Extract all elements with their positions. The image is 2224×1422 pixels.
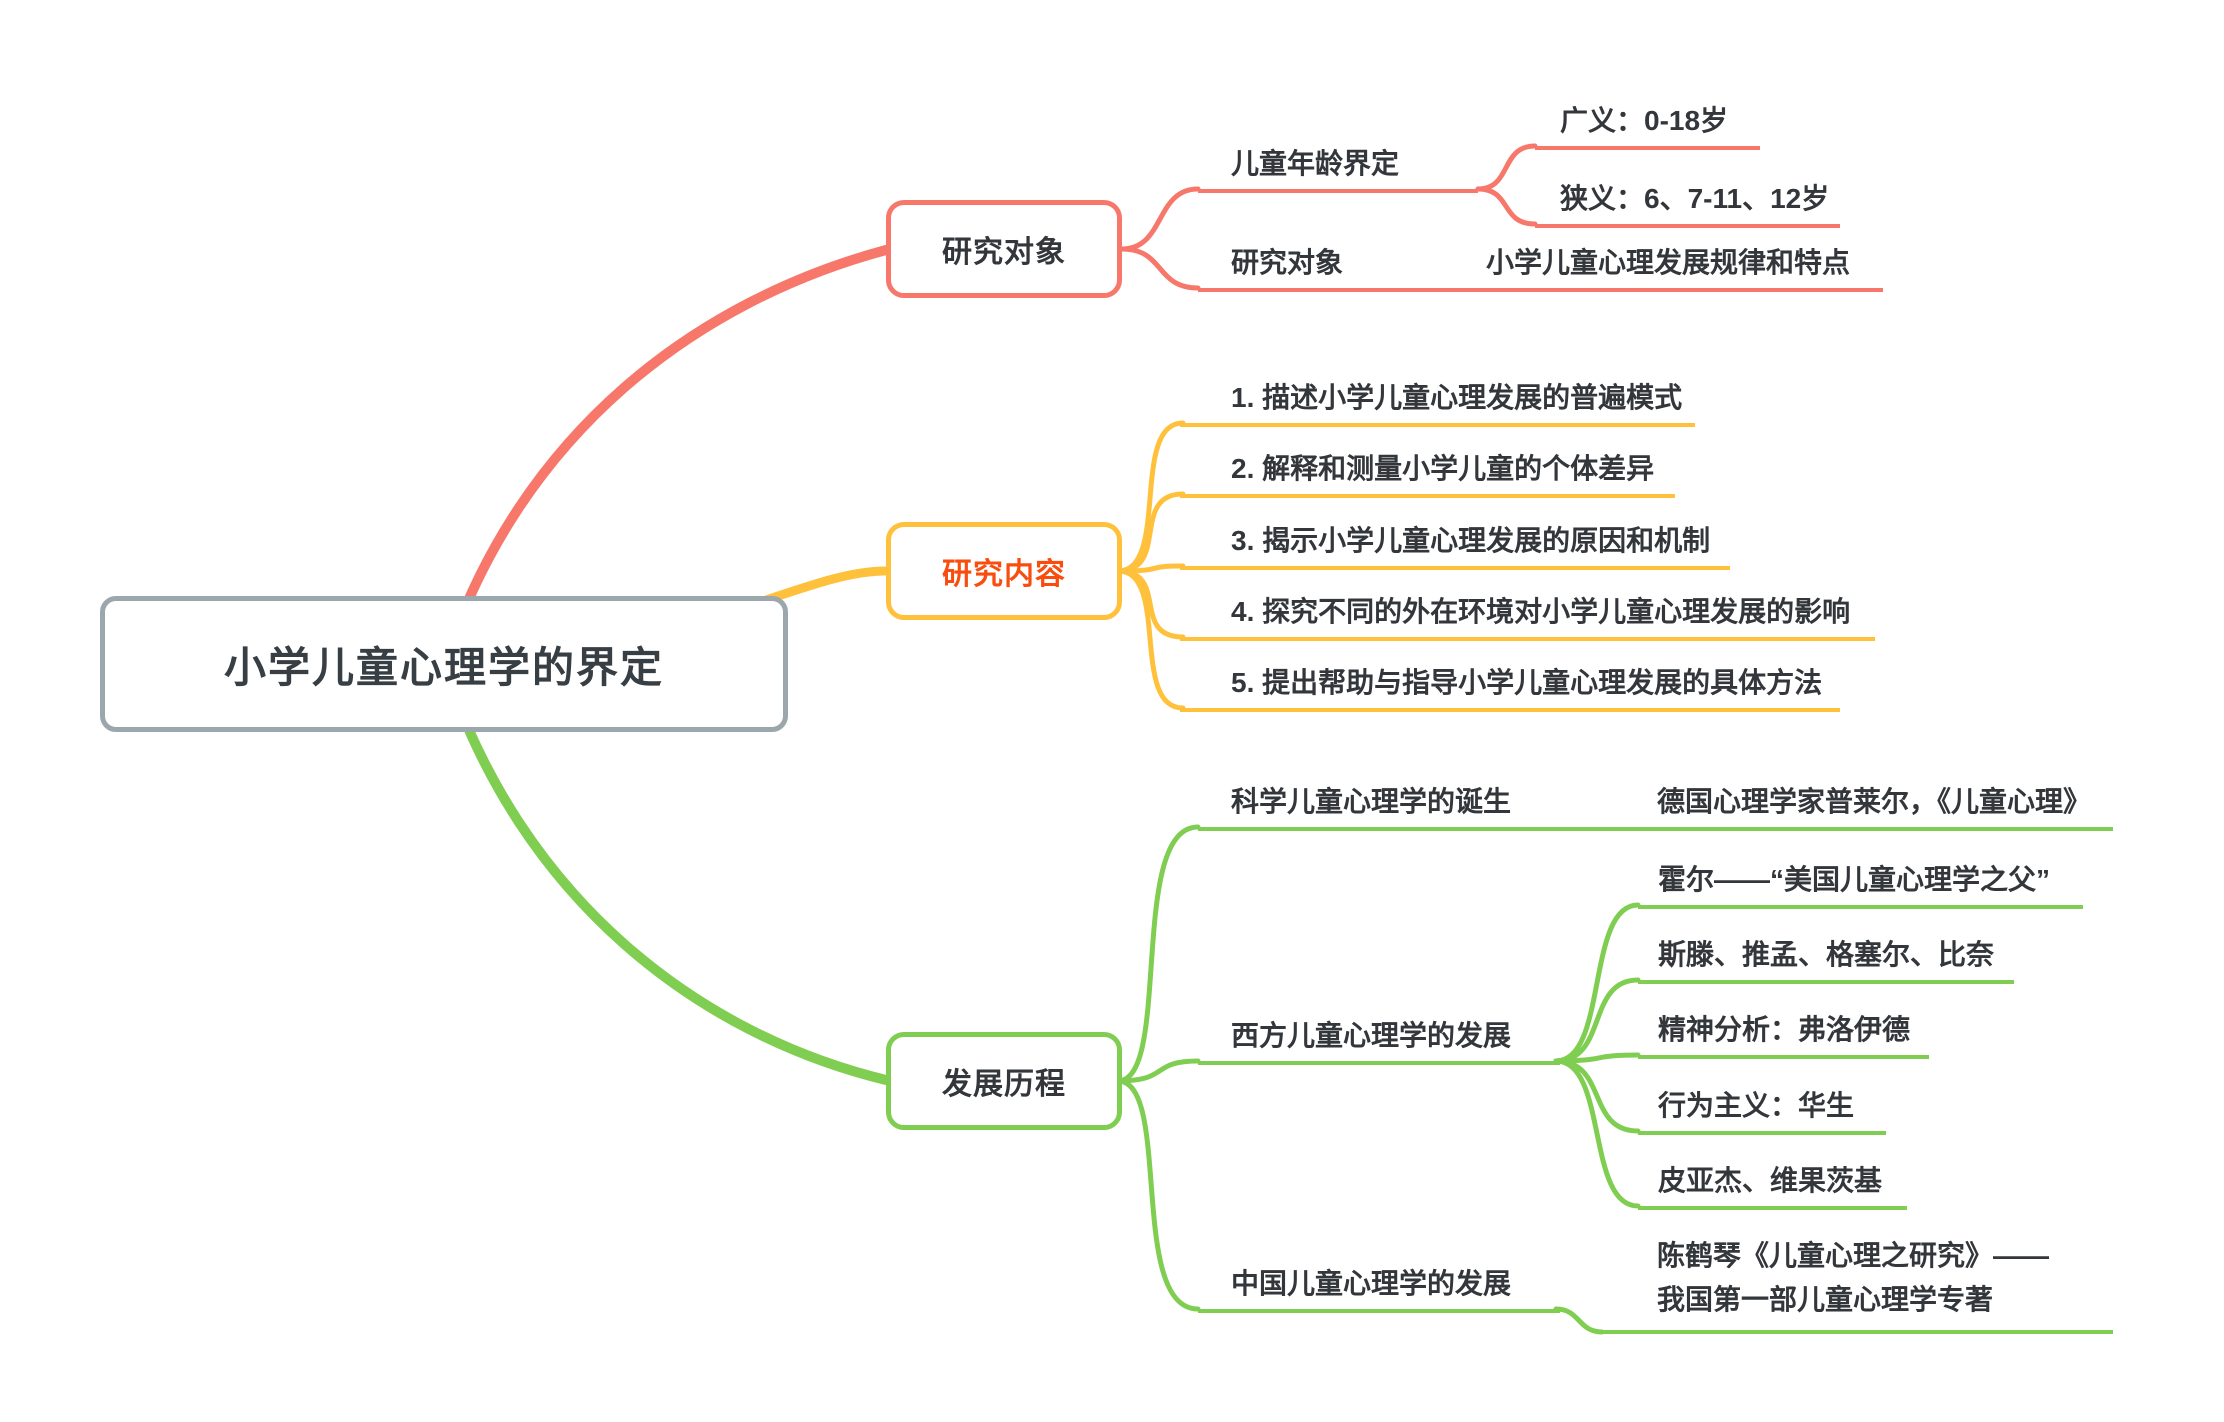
wire-object-to-age-definition xyxy=(1119,186,1201,252)
topic-age-definition[interactable]: 儿童年龄界定 xyxy=(1198,147,1478,193)
topic-content-item-5[interactable]: 5. 提出帮助与指导小学儿童心理发展的具体方法 xyxy=(1180,666,1840,712)
wire-western-item-5 xyxy=(1553,1058,1641,1209)
topic-research-content[interactable]: 研究内容 xyxy=(886,522,1122,620)
wire-history-to-china xyxy=(1115,1078,1201,1312)
topic-content-item-2[interactable]: 2. 解释和测量小学儿童的个体差异 xyxy=(1180,452,1675,498)
topic-object-label[interactable]: 研究对象 xyxy=(1198,246,1388,292)
topic-birth-value[interactable]: 德国心理学家普莱尔，《儿童心理》 xyxy=(1602,785,2113,831)
wire-age-to-broad xyxy=(1475,143,1538,192)
topic-western-item-2[interactable]: 斯滕、推孟、格塞尔、比奈 xyxy=(1638,938,2014,984)
central-topic[interactable]: 小学儿童心理学的界定 xyxy=(100,596,788,732)
wire-content-item-5 xyxy=(1115,568,1186,711)
wire-central-to-history xyxy=(439,659,891,1085)
wire-central-to-research-object xyxy=(439,245,891,669)
china-milestone-line2: 我国第一部儿童心理学专著 xyxy=(1657,1284,1994,1315)
wire-object-to-object-row xyxy=(1119,246,1201,291)
wire-content-item-1 xyxy=(1115,420,1186,574)
wire-content-item-2 xyxy=(1115,491,1186,574)
topic-western-label[interactable]: 西方儿童心理学的发展 xyxy=(1198,1019,1560,1065)
wire-history-to-western xyxy=(1115,1058,1201,1084)
topic-age-narrow[interactable]: 狭义：6、7-11、12岁 xyxy=(1535,182,1840,228)
topic-object-value[interactable]: 小学儿童心理发展规律和特点 xyxy=(1388,246,1883,292)
topic-china-label[interactable]: 中国儿童心理学的发展 xyxy=(1198,1267,1560,1313)
wire-history-to-birth xyxy=(1115,824,1201,1084)
topic-content-item-3[interactable]: 3. 揭示小学儿童心理发展的原因和机制 xyxy=(1180,524,1730,570)
wire-age-to-narrow xyxy=(1475,186,1538,227)
topic-birth-label[interactable]: 科学儿童心理学的诞生 xyxy=(1198,785,1602,831)
topic-china-milestone[interactable]: 陈鹤琴《儿童心理之研究》—— 我国第一部儿童心理学专著 xyxy=(1602,1234,2113,1334)
topic-western-item-3[interactable]: 精神分析：弗洛伊德 xyxy=(1638,1013,1929,1059)
topic-development-history[interactable]: 发展历程 xyxy=(886,1032,1122,1130)
topic-western-item-4[interactable]: 行为主义：华生 xyxy=(1638,1089,1886,1135)
wire-western-item-4 xyxy=(1553,1058,1641,1134)
topic-content-item-1[interactable]: 1. 描述小学儿童心理发展的普遍模式 xyxy=(1180,381,1695,427)
topic-age-broad[interactable]: 广义：0-18岁 xyxy=(1535,104,1760,150)
wire-western-item-1 xyxy=(1553,902,1641,1064)
topic-western-item-5[interactable]: 皮亚杰、维果茨基 xyxy=(1638,1164,1907,1210)
topic-western-item-1[interactable]: 霍尔——“美国儿童心理学之父” xyxy=(1638,863,2083,909)
wire-china-to-milestone xyxy=(1553,1306,1605,1335)
topic-content-item-4[interactable]: 4. 探究不同的外在环境对小学儿童心理发展的影响 xyxy=(1180,595,1875,641)
wire-western-item-2 xyxy=(1553,977,1641,1064)
china-milestone-line1: 陈鹤琴《儿童心理之研究》—— xyxy=(1657,1240,2050,1271)
topic-research-object[interactable]: 研究对象 xyxy=(886,200,1122,298)
